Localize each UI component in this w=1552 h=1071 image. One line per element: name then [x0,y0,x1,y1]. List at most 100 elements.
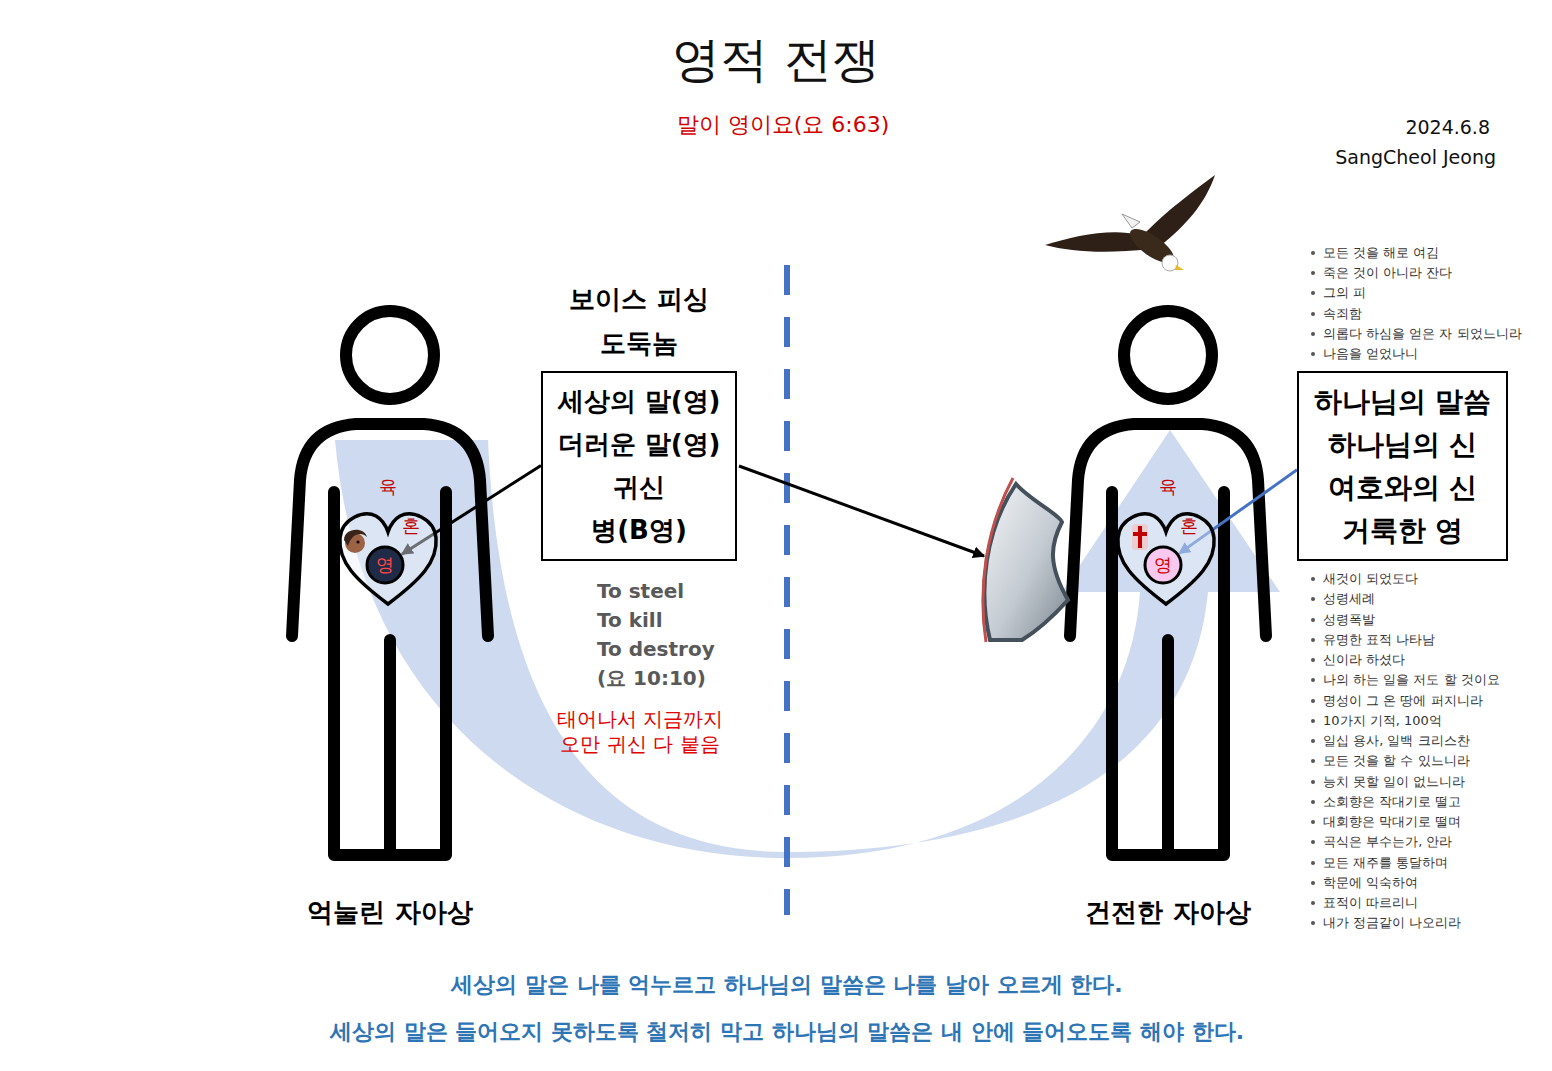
bullet-dot [1311,291,1315,295]
text-label: 2024.6.8 [1405,116,1490,140]
person-figure [292,311,488,855]
text-label: (요 10:10) [597,666,706,691]
bullet-item: 성령세례 [1323,591,1375,607]
bullet-dot [1311,577,1315,581]
figure-shoulders [1070,424,1266,636]
bullet-dot [1311,820,1315,824]
eagle-beak [1175,265,1184,270]
bullet-item: 학문에 익숙하여 [1323,875,1418,891]
figure-head [346,311,434,399]
box-line: 더러운 말(영) [558,423,721,466]
text-label: To steel [597,579,684,604]
bullet-dot [1311,332,1315,336]
person-figure [1070,311,1266,855]
bullet-dot [1311,678,1315,682]
bullet-item: 모든 것을 할 수 있느니라 [1323,753,1470,769]
bullet-item: 10가지 기적, 100억 [1323,713,1442,729]
demon-hair [344,530,367,546]
spirit-circle: 영 [365,545,405,585]
text-label: 육 [1159,476,1177,499]
shield-icon [983,478,1068,642]
bullet-dot [1311,780,1315,784]
attack-arrow [739,466,984,556]
bullet-item: 죽은 것이 아니라 잔다 [1323,265,1452,281]
bullet-item: 나의 하는 일을 저도 할 것이요 [1323,672,1500,688]
circle-inner: 영 [1143,545,1183,585]
figure-body [334,492,446,855]
text-label: 태어나서 지금까지 오만 귀신 다 붙음 [548,707,733,757]
bullet-dot [1311,699,1315,703]
text-label: 세상의 말은 나를 억누르고 하나님의 말씀은 나를 날아 오르게 한다. [451,971,1122,999]
text-label: To kill [597,608,663,633]
soul-label: 혼 [1180,517,1198,535]
bullet-dot [1311,618,1315,622]
bullet-item: 능치 못할 일이 없느니라 [1323,773,1465,789]
bullet-dot [1311,251,1315,255]
bullet-dot [1311,861,1315,865]
box-line: 여호와의 신 [1328,466,1478,509]
bullet-dot [1311,597,1315,601]
spirit-circle: 영 [1143,545,1183,585]
heart-shape: 혼영 [336,510,440,608]
soul-label: 혼 [402,517,420,535]
diagram-title: 영적 전쟁 [476,28,1076,92]
bullet-item: 의롭다 하심을 얻은 자 되었느니라 [1323,326,1522,342]
text-label: To destroy [597,637,715,662]
box-line: 세상의 말(영) [558,380,721,423]
box-line: 하나님의 신 [1328,423,1478,466]
text-label: 건전한 자아상 [1085,896,1250,929]
shield-edge [983,478,1013,642]
box-line: 거룩한 영 [1342,509,1464,552]
text-label: SangCheol Jeong [1335,146,1496,170]
bullet-dot [1311,312,1315,316]
bullet-dot [1311,800,1315,804]
shield-body [984,484,1068,640]
circle-inner: 영 [365,545,405,585]
text-box: 하나님의 말씀하나님의 신여호와의 신거룩한 영 [1297,371,1508,561]
bullet-item: 성령폭발 [1323,611,1375,627]
box-line: 병(B영) [591,509,687,552]
bullet-item: 그의 피 [1323,285,1366,301]
bullet-dot [1311,638,1315,642]
bullet-item: 일십 용사, 일백 크리스찬 [1323,733,1470,749]
bullet-dot [1311,921,1315,925]
bullet-item: 내가 정금같이 나오리라 [1323,915,1461,931]
figure-head [1124,311,1212,399]
heart-shape: 혼영 [1114,510,1218,608]
figure-body [1112,492,1224,855]
bullet-dot [1311,719,1315,723]
bullet-item: 모든 것을 해로 여김 [1323,245,1439,261]
box-line: 하나님의 말씀 [1314,380,1492,423]
circle-path [1145,547,1181,583]
eagle-icon [1045,175,1215,271]
bullet-dot [1311,901,1315,905]
bullet-dot [1311,881,1315,885]
bullet-item: 나음을 얻었나니 [1323,346,1418,362]
bullet-dot [1311,352,1315,356]
spirit-label: 영 [1154,556,1172,574]
text-label: 억눌린 자아상 [307,896,472,929]
box-body: 세상의 말(영)더러운 말(영)귀신병(B영) [543,380,735,552]
cross-horizontal [1133,532,1147,536]
bullet-dot [1311,271,1315,275]
text-label: 육 [379,476,397,499]
heart-path [1118,514,1214,604]
divider-line [784,265,790,915]
bullet-item: 명성이 그 온 땅에 퍼지니라 [1323,692,1483,708]
bullet-dot [1311,759,1315,763]
eagle-tail [1122,214,1140,228]
cross-glow [1132,524,1148,550]
figure-shoulders [292,424,488,636]
text-box: 보이스 피싱 도둑놈세상의 말(영)더러운 말(영)귀신병(B영) [541,371,737,561]
bullet-item: 신이라 하셨다 [1323,652,1405,668]
bullet-item: 곡식은 부수는가, 안라 [1323,834,1452,850]
box-body: 하나님의 말씀하나님의 신여호와의 신거룩한 영 [1299,380,1506,552]
cross-vertical [1138,526,1142,548]
bullet-item: 유명한 표적 나타남 [1323,632,1435,648]
box-heading: 보이스 피싱 도둑놈 [559,277,719,365]
bullet-item: 속죄함 [1323,305,1362,321]
bullet-item: 새것이 되었도다 [1323,571,1418,587]
eagle-wing [1146,175,1215,246]
bullet-item: 표적이 따르리니 [1323,895,1418,911]
